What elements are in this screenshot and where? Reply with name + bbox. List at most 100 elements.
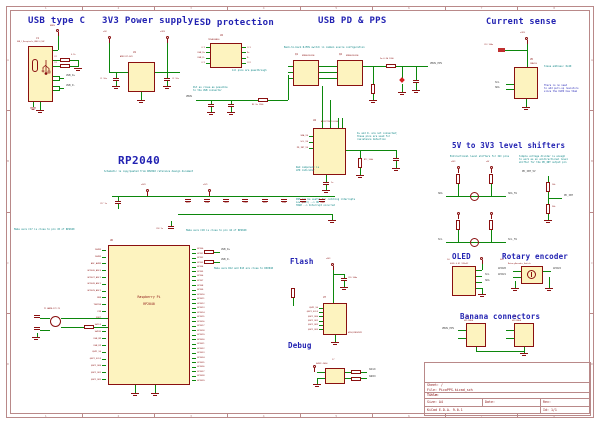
p3v3-power-flag	[456, 166, 461, 173]
gnd-symbol	[522, 107, 530, 111]
encoder-sw-net: GPIO22	[553, 267, 561, 270]
tb-date: Date:	[485, 399, 495, 404]
ntc-cap	[393, 158, 399, 161]
pd-controller-ref: U4	[313, 119, 316, 122]
cc-resistor-value: 5.1k	[71, 54, 76, 56]
swclk-net: SWCLK	[369, 368, 376, 371]
shifters-note-bidir: Bidirectional level shifters for I2C pin…	[450, 155, 510, 158]
output-cap-value: C2 10u	[172, 78, 179, 80]
cc2-resistor	[60, 64, 70, 68]
banana-2-value: GP2-MBL4	[512, 319, 522, 322]
rp2040-name-2: RP2040	[143, 302, 155, 306]
r13-resistor	[204, 260, 214, 264]
cc2-label: CC2	[54, 62, 58, 64]
shifter-resistor	[456, 220, 460, 230]
gnd-symbol	[328, 220, 336, 224]
debug-value: SWDIF-2054	[316, 363, 328, 365]
section-title-current: Current sense	[486, 17, 557, 27]
xtal-cap	[34, 327, 40, 330]
gnd-symbol	[207, 112, 215, 116]
section-title-3v3: 3V3 Power supply	[102, 16, 194, 26]
divider-bottom-value: 20k	[552, 206, 556, 208]
c18-cap	[168, 226, 174, 229]
nmos-switch-2	[337, 60, 363, 86]
p1v1-power-flag	[207, 189, 212, 196]
pd-note-switch: Back-to-back N-MOS switch in common sour…	[284, 46, 365, 49]
p3v3-label: +3V3	[520, 32, 525, 34]
rp2040-name-1: Raspberry Pi	[137, 295, 161, 299]
gnd-symbol	[36, 110, 44, 114]
pd-out-cap	[323, 182, 329, 185]
q2-value: DMN3023LFDE	[346, 55, 359, 57]
series-resistor	[258, 98, 268, 102]
scl5-net: SCL_5V	[508, 237, 518, 241]
p1v1-label: +1V1	[203, 184, 208, 186]
tb-size: Size: A4	[427, 399, 443, 404]
current-sense-chip	[514, 67, 538, 99]
pd-controller-chip	[313, 128, 346, 175]
vbus-power-flag	[56, 29, 61, 36]
mosfet-level-shifter	[470, 192, 479, 201]
gnd-symbol	[511, 288, 519, 292]
usb-c-plug-icon	[32, 59, 38, 72]
divider-bottom-resistor	[546, 204, 550, 214]
series-resistor-value: R3 2m 1206	[252, 104, 264, 106]
p3v3-power-flag	[312, 365, 317, 372]
gnd-symbol	[32, 337, 40, 341]
current-note-addr: Slave address: 0x40	[544, 65, 572, 68]
p5v-power-flag	[107, 36, 112, 43]
section-title-rp2040: RP2040	[118, 154, 161, 167]
p3v3-power-flag	[165, 36, 170, 43]
bypass-cap-value: C13 100n	[484, 44, 494, 46]
gnd-symbol	[544, 220, 552, 224]
cc1-resistor	[60, 58, 70, 62]
flash-value: W25Q128JVSIM	[348, 332, 362, 334]
pd-int-5v-net: PD_INT_5V	[522, 170, 536, 173]
p3v3-power-flag	[525, 37, 530, 44]
output-cap	[164, 78, 170, 81]
p3v3-label: +3V3	[326, 258, 331, 260]
pd-note-dpdm: D+ and D- are not connected; these pins …	[357, 132, 398, 142]
rp2040-note-ref: Schematic is copy/pasted from RP2040 ref…	[104, 170, 194, 173]
q1-ref: Q1	[295, 53, 298, 56]
tb-title-label: Title:	[427, 393, 439, 397]
esd-note-passthrough: All pins are passthrough	[232, 69, 267, 72]
current-note-pullup: There is no need to add pull-up resistor…	[544, 84, 579, 94]
vbus-cap	[228, 104, 234, 107]
sda-net: SDA	[438, 191, 443, 195]
encoder-a-net: GPIO20	[498, 267, 506, 270]
shifters-note-div: Simple voltage divider is enough to work…	[519, 155, 568, 165]
p3v3-label: +3V3	[160, 31, 165, 33]
usb-dp-net: USB_D+	[66, 74, 76, 77]
p3v3-power-flag	[480, 257, 485, 264]
usb-c-value: USB_C_Receptacle_USB2.0_16P	[17, 41, 45, 43]
shifter-resistor	[489, 220, 493, 230]
c18-value: C18 1u	[156, 228, 163, 230]
section-title-esd: ESD protection	[194, 18, 275, 28]
p5v-label: +5V	[103, 31, 107, 33]
gnd-symbol	[520, 353, 528, 357]
gnd-symbol	[227, 112, 235, 116]
ina-value: INA226	[530, 63, 537, 65]
rp2040-note-c17: Make sure C17 is close to pin 45 of RP20…	[14, 228, 75, 231]
banana-connector-1	[466, 323, 486, 347]
divider-top-resistor	[546, 182, 550, 192]
usb-dp-net: USB_D+	[221, 248, 231, 251]
tb-file: File: PicoPPS.kicad_sch	[427, 387, 473, 392]
flash-chip	[323, 303, 347, 335]
gnd-symbol	[478, 294, 486, 298]
tb-tool: KiCad E.D.A. 9.0.1	[427, 407, 463, 412]
xtal-cap	[34, 315, 40, 318]
input-cap-value: C1 10u	[100, 78, 107, 80]
tb-sheet: Sheet: /	[427, 383, 443, 387]
cc1-label: CC1	[54, 56, 58, 58]
gnd-symbol	[398, 92, 406, 96]
mosfet-level-shifter	[470, 238, 479, 247]
gnd-symbol	[163, 86, 171, 90]
